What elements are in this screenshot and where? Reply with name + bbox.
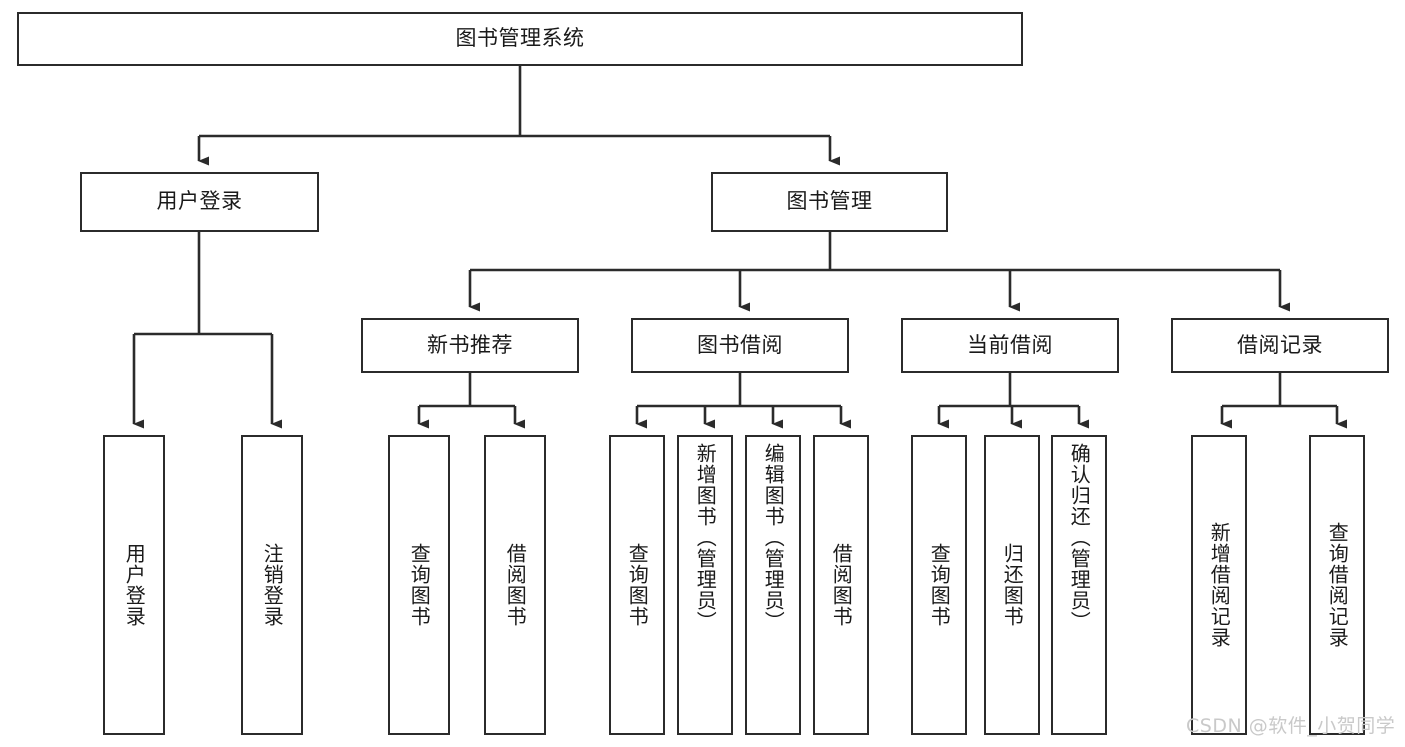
leaf-add-borrow-record[interactable]: 新增借阅记录 — [1191, 435, 1247, 735]
leaf-query-book-recommendation[interactable]: 查询图书 — [388, 435, 450, 735]
node-book-borrow[interactable]: 图书借阅 — [631, 318, 849, 373]
leaf-query-book-current-label: 查询图书 — [927, 543, 952, 627]
leaf-borrow-book[interactable]: 借阅图书 — [813, 435, 869, 735]
node-root-system-label: 图书管理系统 — [455, 26, 585, 51]
node-book-manage-label: 图书管理 — [786, 189, 873, 214]
node-root-system[interactable]: 图书管理系统 — [17, 12, 1023, 66]
node-book-borrow-label: 图书借阅 — [697, 332, 783, 357]
leaf-return-book[interactable]: 归还图书 — [984, 435, 1040, 735]
node-borrow-record[interactable]: 借阅记录 — [1171, 318, 1389, 373]
leaf-query-borrow-record-label: 查询借阅记录 — [1325, 522, 1350, 648]
leaf-query-book-borrow[interactable]: 查询图书 — [609, 435, 665, 735]
node-book-manage[interactable]: 图书管理 — [711, 172, 948, 232]
leaf-edit-book-admin[interactable]: 编辑图书（管理员） — [745, 435, 801, 735]
node-new-book-recommendation-label: 新书推荐 — [427, 332, 513, 357]
leaf-borrow-book-recommendation-label: 借阅图书 — [503, 543, 528, 627]
leaf-edit-book-admin-label: 编辑图书（管理员） — [761, 443, 786, 632]
leaf-logout[interactable]: 注销登录 — [241, 435, 303, 735]
leaf-query-book-recommendation-label: 查询图书 — [407, 543, 432, 627]
leaf-add-book-admin[interactable]: 新增图书（管理员） — [677, 435, 733, 735]
leaf-logout-label: 注销登录 — [260, 543, 285, 627]
node-current-borrow-label: 当前借阅 — [967, 332, 1053, 357]
node-borrow-record-label: 借阅记录 — [1237, 332, 1323, 357]
node-current-borrow[interactable]: 当前借阅 — [901, 318, 1119, 373]
leaf-query-book-borrow-label: 查询图书 — [625, 543, 650, 627]
leaf-user-login[interactable]: 用户登录 — [103, 435, 165, 735]
leaf-query-borrow-record[interactable]: 查询借阅记录 — [1309, 435, 1365, 735]
node-user-login-label: 用户登录 — [156, 189, 243, 214]
leaf-user-login-label: 用户登录 — [122, 543, 147, 627]
leaf-query-book-current[interactable]: 查询图书 — [911, 435, 967, 735]
csdn-watermark: CSDN @软件_小贺同学 — [1186, 715, 1396, 737]
leaf-confirm-return-admin[interactable]: 确认归还（管理员） — [1051, 435, 1107, 735]
leaf-confirm-return-admin-label: 确认归还（管理员） — [1067, 443, 1092, 632]
leaf-borrow-book-recommendation[interactable]: 借阅图书 — [484, 435, 546, 735]
leaf-borrow-book-label: 借阅图书 — [829, 543, 854, 627]
leaf-add-book-admin-label: 新增图书（管理员） — [693, 443, 718, 632]
node-new-book-recommendation[interactable]: 新书推荐 — [361, 318, 579, 373]
leaf-add-borrow-record-label: 新增借阅记录 — [1207, 522, 1232, 648]
leaf-return-book-label: 归还图书 — [1000, 543, 1025, 627]
node-user-login[interactable]: 用户登录 — [80, 172, 319, 232]
